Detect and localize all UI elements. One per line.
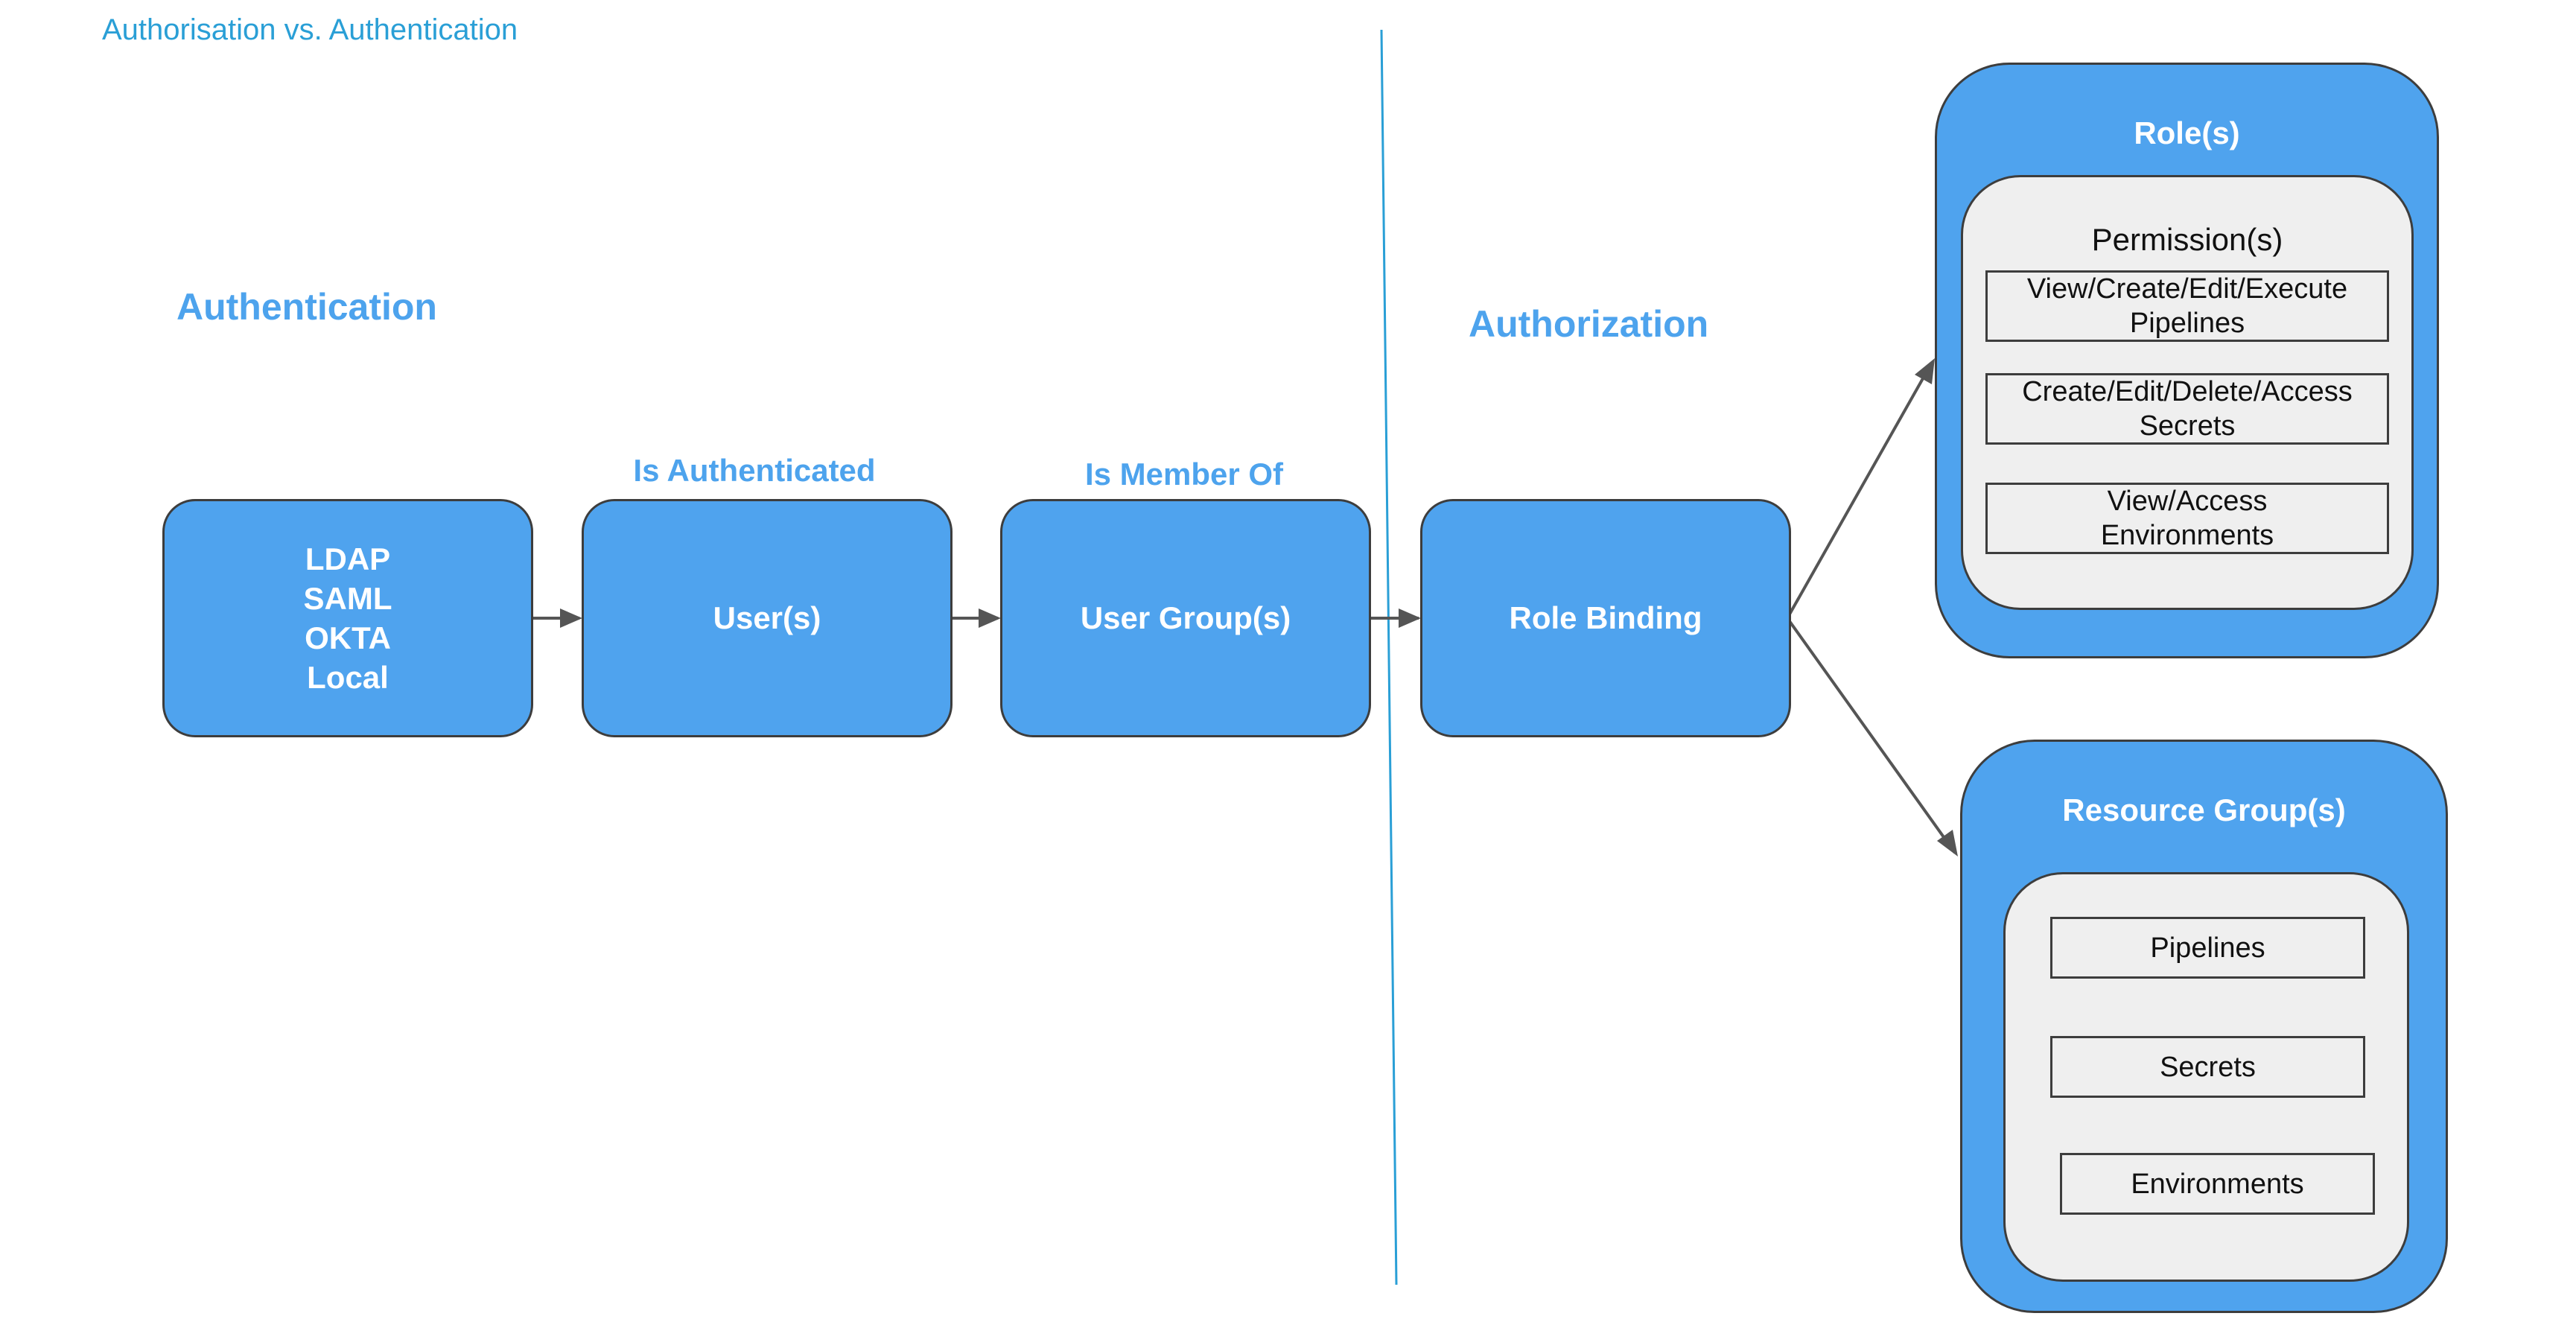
resource-groups-container[interactable]: Resource Group(s) Pipelines Secrets Envi…: [1960, 740, 2448, 1313]
arrow-role-binding-to-resource-groups: [1786, 617, 1956, 854]
roles-container[interactable]: Role(s) Permission(s) View/Create/Edit/E…: [1935, 63, 2439, 658]
permission-environments-actions: View/Access: [2107, 486, 2268, 517]
authentication-heading: Authentication: [176, 286, 437, 328]
resource-groups-title: Resource Group(s): [2062, 792, 2346, 827]
is-member-of-label: Is Member Of: [1084, 457, 1284, 492]
identity-providers-node[interactable]: LDAP SAML OKTA Local: [162, 499, 533, 737]
idp-local-label: Local: [307, 660, 389, 695]
roles-title: Role(s): [2134, 115, 2240, 150]
permissions-heading: Permission(s): [2091, 222, 2283, 257]
permission-pipelines-actions: View/Create/Edit/Execute: [2026, 273, 2348, 305]
is-authenticated-label: Is Authenticated: [633, 453, 876, 488]
users-label: User(s): [713, 600, 821, 635]
resource-environments[interactable]: Environments: [2060, 1153, 2375, 1215]
resource-groups-panel: Pipelines Secrets Environments: [2003, 872, 2409, 1282]
resource-pipelines-label: Pipelines: [2150, 932, 2265, 964]
arrowhead-users: [560, 608, 582, 628]
arrowhead-role-binding: [1399, 608, 1421, 628]
resource-environments-label: Environments: [2131, 1168, 2304, 1200]
authorization-heading: Authorization: [1469, 303, 1709, 345]
idp-ldap-label: LDAP: [305, 541, 391, 576]
arrowhead-groups: [979, 608, 1001, 628]
permission-environments-resource: Environments: [2100, 520, 2274, 551]
permissions-panel: Permission(s) View/Create/Edit/Execute P…: [1961, 175, 2414, 610]
arrow-role-binding-to-roles: [1786, 362, 1933, 619]
permission-secrets[interactable]: Create/Edit/Delete/Access Secrets: [1985, 373, 2389, 445]
page-title: Authorisation vs. Authentication: [102, 13, 518, 46]
permission-pipelines[interactable]: View/Create/Edit/Execute Pipelines: [1985, 270, 2389, 342]
idp-saml-label: SAML: [303, 581, 392, 616]
permission-pipelines-resource: Pipelines: [2129, 308, 2245, 339]
idp-okta-label: OKTA: [305, 620, 391, 655]
arrowhead-roles: [1915, 358, 1935, 384]
permission-secrets-actions: Create/Edit/Delete/Access: [2022, 376, 2353, 407]
role-binding-node[interactable]: Role Binding: [1420, 499, 1791, 737]
arrowhead-resource-groups: [1937, 830, 1958, 856]
resource-secrets-label: Secrets: [2160, 1051, 2256, 1083]
users-node[interactable]: User(s): [582, 499, 953, 737]
user-groups-node[interactable]: User Group(s): [1000, 499, 1371, 737]
section-divider: [1380, 29, 1398, 1285]
user-groups-label: User Group(s): [1080, 600, 1291, 635]
permission-secrets-resource: Secrets: [2139, 410, 2236, 442]
role-binding-label: Role Binding: [1509, 600, 1702, 635]
resource-secrets[interactable]: Secrets: [2050, 1036, 2365, 1098]
resource-pipelines[interactable]: Pipelines: [2050, 917, 2365, 979]
permission-environments[interactable]: View/Access Environments: [1985, 483, 2389, 554]
